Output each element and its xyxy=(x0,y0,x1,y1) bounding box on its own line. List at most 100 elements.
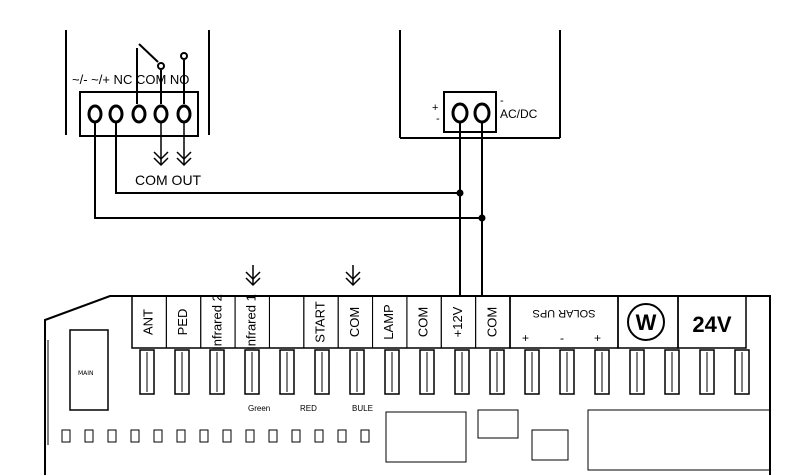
svg-text:MAIN: MAIN xyxy=(78,370,94,377)
motor-label: W xyxy=(636,310,657,335)
relay-switch-icon xyxy=(136,43,188,104)
voltage-box xyxy=(677,295,747,349)
led-pad xyxy=(61,429,71,443)
com-out-arrow-icon xyxy=(153,122,192,167)
motor-icon xyxy=(627,303,665,341)
terminal-screw xyxy=(349,349,365,395)
terminal-cell: START xyxy=(303,295,339,349)
board-transformer xyxy=(587,409,771,471)
terminal-screw xyxy=(629,349,645,395)
power-polarity-minus: - xyxy=(436,113,440,125)
relay-terminal-label: ~/- ~/+ NC COM NO xyxy=(72,72,189,87)
terminal-screw xyxy=(209,349,225,395)
terminal-cell: ANT xyxy=(131,295,167,349)
terminal-cell xyxy=(268,295,305,349)
terminal-screw xyxy=(279,349,295,395)
led-pad xyxy=(360,429,370,443)
led-pad xyxy=(291,429,301,443)
led-row xyxy=(61,429,370,443)
led-pad xyxy=(337,429,347,443)
led-pad xyxy=(153,429,163,443)
terminal-cell: +12V xyxy=(440,295,477,349)
terminal-label: LAMP xyxy=(381,304,396,339)
terminal-label: COM xyxy=(347,307,362,337)
led-pad xyxy=(314,429,324,443)
solar-sign-3: + xyxy=(594,331,601,345)
led-pad xyxy=(176,429,186,443)
wire-relay-plus xyxy=(115,122,460,194)
infrared-arrow-icon xyxy=(245,265,261,287)
terminal-cell: PED xyxy=(165,295,202,349)
terminal-cell-frame xyxy=(268,295,305,349)
terminal-label: ANT xyxy=(141,309,156,335)
led-pad xyxy=(84,429,94,443)
led-pad xyxy=(245,429,255,443)
led-label-green: Green xyxy=(248,404,270,413)
terminal-cell: COM xyxy=(337,295,374,349)
com-out-label: COM OUT xyxy=(135,172,202,188)
led-pad xyxy=(107,429,117,443)
terminal-screw xyxy=(559,349,575,395)
junction-dot xyxy=(478,214,486,222)
terminal-screw xyxy=(664,349,680,395)
power-terminal-minus xyxy=(451,102,469,124)
board-connector xyxy=(69,329,109,411)
solar-sign-1: + xyxy=(522,331,529,345)
terminal-cells: ANT PED Infrared 2 Infrared 1 START COM LAMP CO… xyxy=(131,294,511,350)
terminal-screw-row xyxy=(139,349,750,395)
wire-relay-minus xyxy=(94,122,482,219)
terminal-screw xyxy=(489,349,505,395)
power-supply-label: AC/DC xyxy=(500,107,538,121)
led-pad xyxy=(268,429,278,443)
terminal-screw xyxy=(594,349,610,395)
power-terminal-block xyxy=(443,91,497,133)
wiring xyxy=(94,122,486,296)
terminal-screw xyxy=(174,349,190,395)
relay-module: ~/- ~/+ NC COM NO COM OUT xyxy=(65,30,210,188)
terminal-label: COM xyxy=(484,307,499,337)
terminal-label: START xyxy=(312,301,327,342)
led-label-blue: BULE xyxy=(352,404,373,413)
terminal-cell: Infrared 1 xyxy=(234,294,270,350)
led-pad xyxy=(130,429,140,443)
board-relay xyxy=(477,409,519,439)
terminal-label: Infrared 2 xyxy=(209,294,224,350)
junction-dot xyxy=(456,189,464,197)
led-label-red: RED xyxy=(300,404,317,413)
controller-board: MAIN ANT PED Infrared 2 Infrared 1 START COM L… xyxy=(44,294,771,475)
terminal-label: COM xyxy=(416,307,431,337)
terminal-label: Infrared 1 xyxy=(244,294,259,350)
voltage-label: 24V xyxy=(692,312,731,337)
power-polarity-minus-right: - xyxy=(500,95,504,107)
terminal-cell: COM xyxy=(475,295,511,349)
terminal-cell: Infrared 2 xyxy=(200,294,236,350)
board-fuse xyxy=(531,429,569,461)
power-supply: + - - AC/DC xyxy=(399,30,561,139)
terminal-screw xyxy=(244,349,260,395)
terminal-cell: LAMP xyxy=(372,295,408,349)
relay-terminal-block xyxy=(79,91,199,137)
power-polarity-plus: + xyxy=(432,102,438,114)
relay-screw-terminals xyxy=(87,104,192,124)
led-pad xyxy=(199,429,209,443)
led-pad xyxy=(222,429,232,443)
power-terminal-plus xyxy=(473,102,491,124)
terminal-screw xyxy=(139,349,155,395)
terminal-screw xyxy=(384,349,400,395)
terminal-label: PED xyxy=(175,309,190,336)
solar-ups-label: SOLAR UPS xyxy=(533,307,596,319)
terminal-label: +12V xyxy=(450,306,465,337)
board-outline xyxy=(44,295,771,475)
terminal-screw xyxy=(524,349,540,395)
board-chip xyxy=(385,411,467,463)
terminal-screw xyxy=(699,349,715,395)
solar-sign-2: - xyxy=(560,331,564,345)
terminal-cell: COM xyxy=(406,295,442,349)
terminal-screw xyxy=(454,349,470,395)
terminal-arrows xyxy=(245,265,361,287)
terminal-screw xyxy=(314,349,330,395)
terminal-screw xyxy=(419,349,435,395)
com-arrow-icon xyxy=(345,265,361,287)
terminal-screw xyxy=(734,349,750,395)
